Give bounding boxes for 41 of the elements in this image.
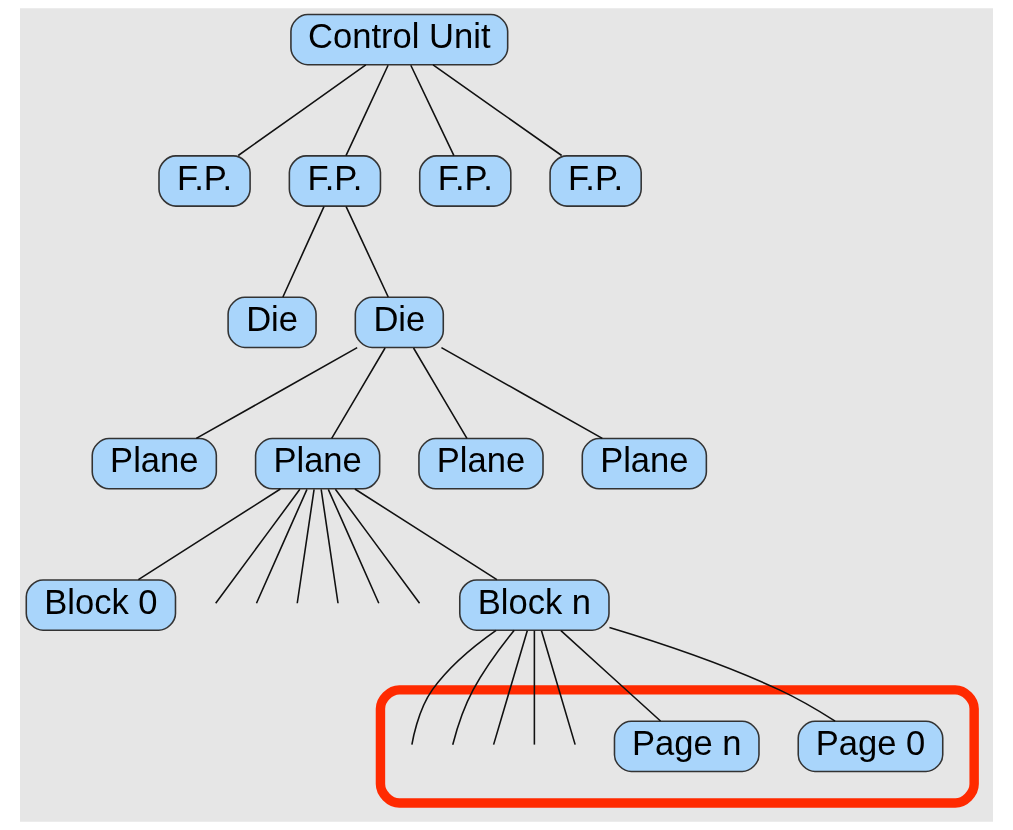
node-box: Control Unit xyxy=(290,13,509,66)
node-box: Plane xyxy=(418,437,544,490)
connector xyxy=(282,205,325,298)
connector xyxy=(440,346,604,440)
connector xyxy=(354,488,498,581)
connector xyxy=(334,488,421,605)
node-box: Die xyxy=(354,296,445,349)
connector xyxy=(345,64,389,157)
connector xyxy=(492,629,529,746)
node-box: Page 0 xyxy=(797,720,944,773)
connector xyxy=(451,629,516,746)
node-box: F.P. xyxy=(549,155,642,207)
node-box: F.P. xyxy=(158,155,251,207)
connector xyxy=(540,629,576,746)
node-box: F.P. xyxy=(418,155,512,207)
connector xyxy=(410,64,455,157)
node-box: Plane xyxy=(91,437,218,490)
node-box: Page n xyxy=(613,720,760,773)
cluster xyxy=(375,685,979,808)
connector xyxy=(137,488,282,581)
node-box: Die xyxy=(227,296,317,349)
connector xyxy=(320,488,339,605)
connector xyxy=(330,347,386,440)
connector xyxy=(237,64,367,157)
connector xyxy=(214,488,301,605)
node-box: Block 0 xyxy=(25,579,177,631)
connector xyxy=(432,64,563,157)
connector xyxy=(533,629,536,746)
connector xyxy=(296,488,315,605)
connector xyxy=(345,205,389,298)
node-box: F.P. xyxy=(288,155,382,207)
connector xyxy=(608,626,836,722)
connector xyxy=(560,629,662,722)
connector xyxy=(412,347,468,440)
connector xyxy=(327,488,380,605)
node-box: Block n xyxy=(459,579,610,631)
connector xyxy=(411,629,497,746)
connector xyxy=(255,488,308,605)
node-box: Plane xyxy=(581,437,708,490)
connector xyxy=(195,346,358,440)
node-box: Plane xyxy=(254,437,381,490)
